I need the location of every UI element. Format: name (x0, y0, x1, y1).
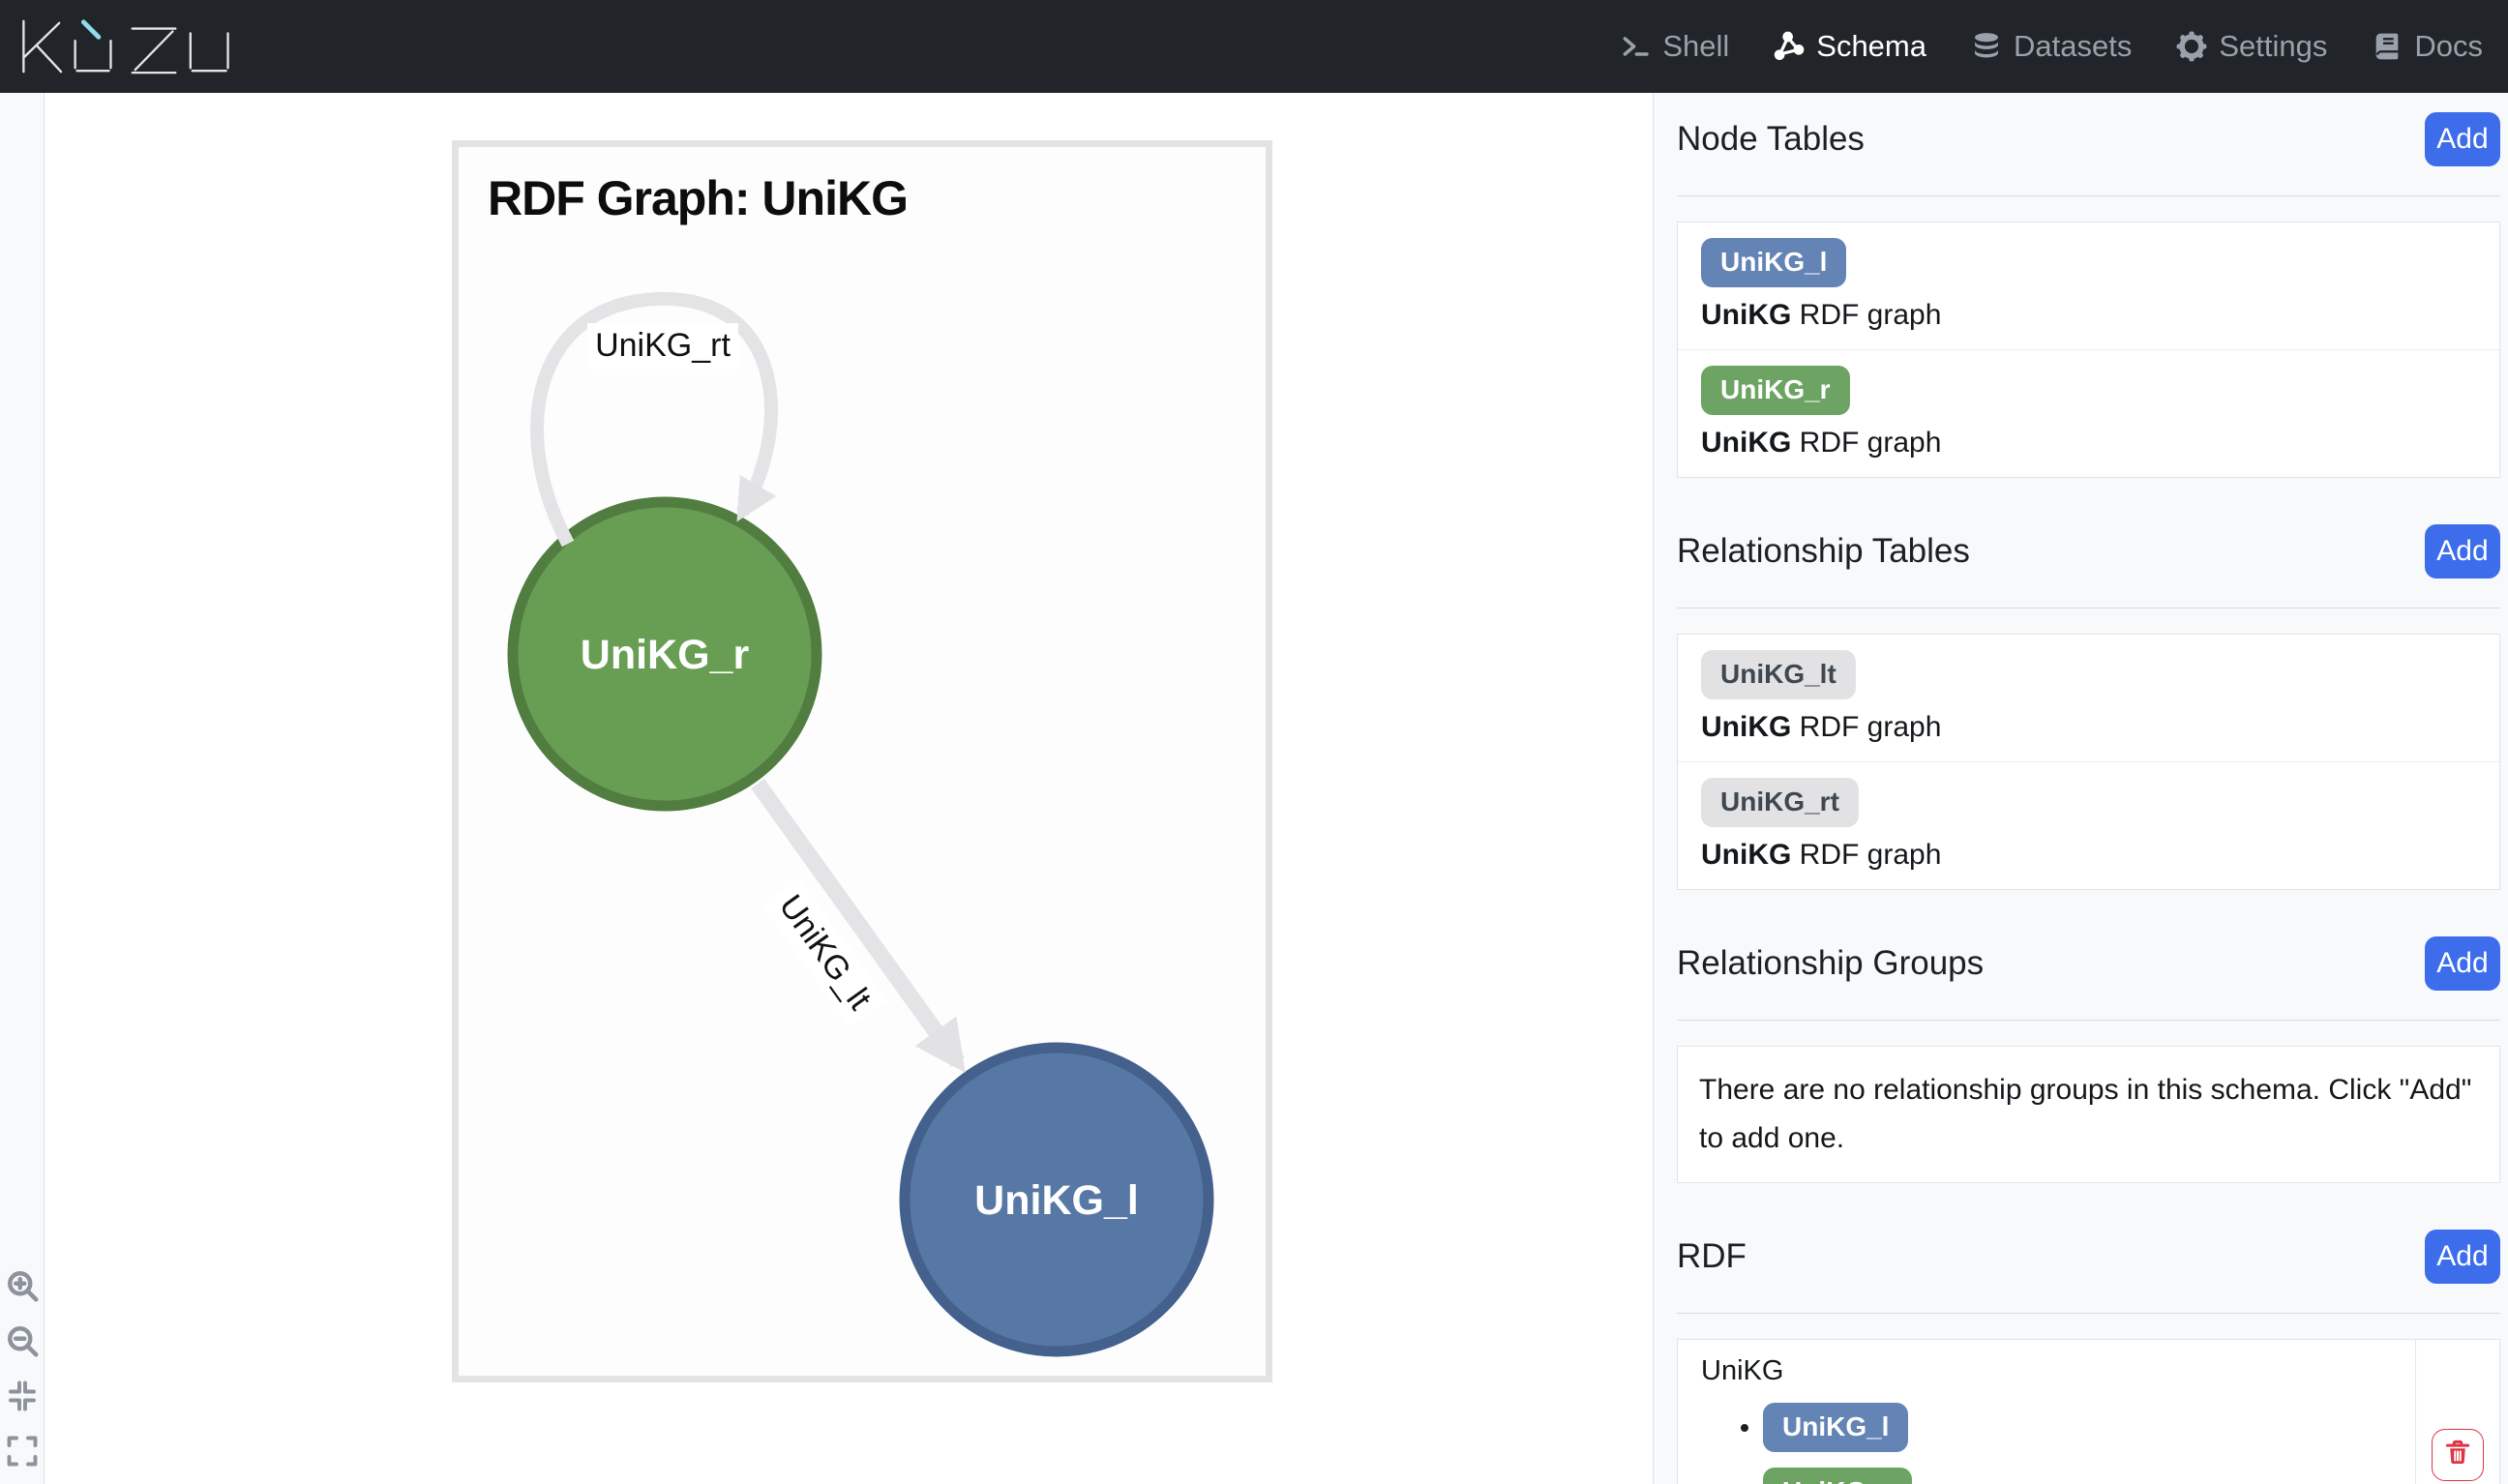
table-row: UniKG_l UniKG RDF graph (1678, 223, 2499, 349)
graph-node-unikg-l[interactable] (899, 1042, 1214, 1357)
node-label-unikg-r: UniKG_r (581, 632, 750, 678)
relationship-groups-title: Relationship Groups (1677, 944, 1985, 982)
nav-label: Docs (2414, 29, 2483, 63)
rdf-graph-entry: UniKG UniKG_l UniKG_r UniKG_lt UniKG_rt (1677, 1338, 2500, 1484)
nav-label: Datasets (2014, 29, 2133, 63)
rdf-graph-name: UniKG (1701, 1354, 1784, 1386)
rdf-section: RDF Add UniKG UniKG_l UniKG_r UniKG_lt U… (1677, 1229, 2500, 1484)
zoom-in-button[interactable] (5, 1268, 40, 1303)
node-tables-section: Node Tables Add UniKG_l UniKG RDF graph … (1677, 112, 2500, 478)
list-item: UniKG_l (1763, 1402, 2392, 1452)
main-nav: Shell Schema Datasets (1620, 29, 2483, 64)
list-item: UniKG_r (1763, 1467, 2392, 1484)
relationship-groups-empty-state: There are no relationship groups in this… (1677, 1046, 2500, 1183)
nav-label: Shell (1662, 29, 1730, 63)
rdf-member-badge[interactable]: UniKG_l (1763, 1402, 1909, 1452)
node-tables-title: Node Tables (1677, 120, 1865, 158)
rdf-member-badge[interactable]: UniKG_r (1763, 1467, 1912, 1484)
schema-canvas[interactable]: RDF Graph: UniKG UniKG_rt (45, 93, 1653, 1484)
add-node-table-button[interactable]: Add (2425, 112, 2500, 166)
nav-label: Schema (1816, 29, 1926, 63)
terminal-icon (1620, 31, 1651, 62)
relationship-groups-section: Relationship Groups Add There are no rel… (1677, 936, 2500, 1183)
relationship-table-badge[interactable]: UniKG_rt (1701, 778, 1859, 827)
table-description: UniKG RDF graph (1701, 839, 1942, 871)
zoom-out-button[interactable] (5, 1323, 40, 1358)
relationship-tables-title: Relationship Tables (1677, 532, 1970, 570)
graph-title: RDF Graph: UniKG (488, 171, 909, 225)
nav-item-schema[interactable]: Schema (1774, 29, 1926, 64)
relationship-tables-section: Relationship Tables Add UniKG_lt UniKG R… (1677, 524, 2500, 890)
table-row: UniKG_rt UniKG RDF graph (1678, 761, 2499, 889)
graph-edge-self-loop (530, 291, 778, 548)
node-label-unikg-l: UniKG_l (974, 1177, 1139, 1224)
graph-edge-lt (751, 779, 966, 1073)
table-row: UniKG_lt UniKG RDF graph (1678, 635, 2499, 761)
relationship-table-badge[interactable]: UniKG_lt (1701, 650, 1856, 699)
svg-text:UniKG_lt: UniKG_lt (772, 888, 880, 1017)
book-icon (2372, 31, 2403, 62)
nav-item-datasets[interactable]: Datasets (1971, 29, 2132, 64)
add-relationship-group-button[interactable]: Add (2425, 936, 2500, 991)
rdf-graph-card: RDF Graph: UniKG UniKG_rt (452, 140, 1272, 1382)
top-navbar: Shell Schema Datasets (0, 0, 2508, 93)
add-relationship-table-button[interactable]: Add (2425, 524, 2500, 579)
delete-rdf-button[interactable] (2432, 1428, 2484, 1481)
edge-label-unikg-rt: UniKG_rt (587, 323, 738, 370)
gear-icon (2176, 31, 2207, 62)
nav-item-shell[interactable]: Shell (1620, 29, 1729, 64)
database-icon (1971, 31, 2002, 62)
rdf-member-list: UniKG_l UniKG_r UniKG_lt UniKG_rt (1701, 1402, 2392, 1484)
canvas-tool-rail (0, 93, 45, 1484)
trash-icon (2443, 1438, 2472, 1471)
nav-label: Settings (2219, 29, 2328, 63)
schema-sidebar: Node Tables Add UniKG_l UniKG RDF graph … (1653, 93, 2508, 1484)
graph-node-unikg-r[interactable] (507, 496, 822, 812)
table-description: UniKG RDF graph (1701, 299, 1942, 331)
fullscreen-button[interactable] (5, 1434, 40, 1469)
fit-view-button[interactable] (5, 1379, 40, 1413)
schema-graph: UniKG_rt UniKG_lt UniKG_r UniKG_l (507, 291, 1214, 1357)
edge-label-unikg-lt: UniKG_lt (761, 877, 888, 1028)
add-rdf-button[interactable]: Add (2425, 1229, 2500, 1284)
kuzu-logo[interactable] (15, 16, 234, 76)
table-description: UniKG RDF graph (1701, 427, 1942, 459)
node-table-badge[interactable]: UniKG_l (1701, 238, 1847, 287)
nav-item-docs[interactable]: Docs (2372, 29, 2483, 64)
schema-icon (1774, 31, 1805, 62)
table-row: UniKG_r UniKG RDF graph (1678, 349, 2499, 477)
table-description: UniKG RDF graph (1701, 711, 1942, 743)
svg-text:UniKG_rt: UniKG_rt (595, 327, 731, 364)
node-table-badge[interactable]: UniKG_r (1701, 366, 1850, 415)
rdf-title: RDF (1677, 1236, 1747, 1275)
nav-item-settings[interactable]: Settings (2176, 29, 2327, 64)
